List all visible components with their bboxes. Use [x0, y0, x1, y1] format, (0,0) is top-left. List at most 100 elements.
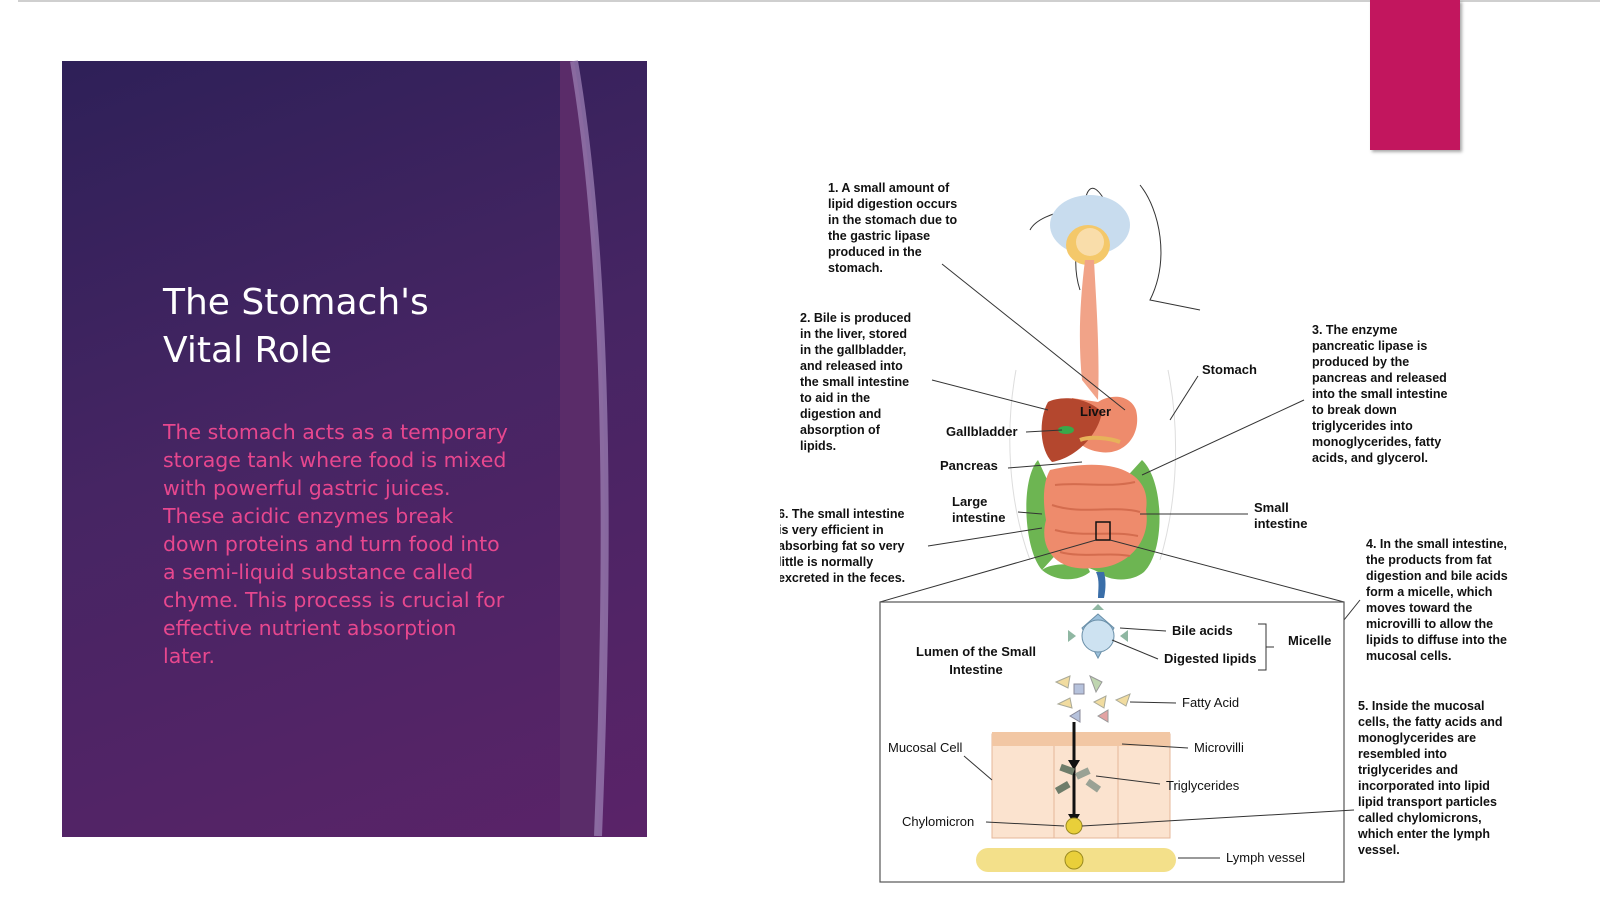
- label-digested-lipids: Digested lipids: [1164, 651, 1256, 666]
- leader-microvilli: [1121, 743, 1189, 749]
- chylomicron-particle: [1065, 817, 1083, 835]
- panel-arc: [560, 60, 609, 837]
- note-1-line-5: produced in the: [828, 245, 922, 259]
- zoom-line-right: [1109, 539, 1345, 603]
- note-5-line-4: resembled into: [1358, 747, 1447, 761]
- leader-fatty-acid: [1129, 701, 1177, 704]
- slide-body-text: The stomach acts as a temporary storage …: [163, 420, 508, 668]
- note-1-line-4: the gastric lipase: [828, 229, 930, 243]
- leader-5: [1081, 809, 1355, 827]
- label-pancreas: Pancreas: [940, 458, 998, 473]
- head-figure: [1050, 195, 1130, 265]
- note-4: 4. In the small intestine, the products …: [1366, 537, 1508, 663]
- mucosal-cells: [991, 732, 1171, 839]
- title-line-1: The Stomach's: [163, 282, 429, 323]
- note-3-line-7: triglycerides into: [1312, 419, 1413, 433]
- note-6-line-2: is very efficient in: [780, 523, 884, 537]
- label-triglycerides: Triglycerides: [1166, 778, 1240, 793]
- note-5-line-8: called chylomicrons,: [1358, 811, 1482, 825]
- leader-large-intestine: [1017, 511, 1043, 515]
- fatty-acid-particles: [1054, 674, 1131, 723]
- label-large-intestine-2: intestine: [952, 510, 1005, 525]
- leader-pancreas: [1007, 461, 1083, 469]
- rectum: [1096, 572, 1106, 598]
- note-5-line-9: which enter the lymph: [1357, 827, 1490, 841]
- micelle-bracket: [1258, 623, 1274, 671]
- note-1-line-6: stomach.: [828, 261, 883, 275]
- note-4-line-1: 4. In the small intestine,: [1366, 537, 1507, 551]
- note-1: 1. A small amount of lipid digestion occ…: [828, 181, 958, 275]
- slide-title: The Stomach's Vital Role: [163, 279, 583, 375]
- note-3: 3. The enzyme pancreatic lipase is produ…: [1312, 323, 1447, 465]
- micelle-figure: [1068, 604, 1128, 660]
- label-small-intestine-2: intestine: [1254, 516, 1307, 531]
- note-4-line-8: mucosal cells.: [1366, 649, 1451, 663]
- note-5-line-6: incorporated into lipid: [1358, 779, 1490, 793]
- note-3-line-4: pancreas and released: [1312, 371, 1447, 385]
- note-5-line-10: vessel.: [1358, 843, 1400, 857]
- note-3-line-6: to break down: [1312, 403, 1397, 417]
- label-bile-acids: Bile acids: [1172, 623, 1233, 638]
- note-4-line-5: moves toward the: [1366, 601, 1472, 615]
- note-4-line-4: form a micelle, which: [1366, 585, 1492, 599]
- lipid-digestion-diagram: 1. A small amount of lipid digestion occ…: [780, 181, 1508, 883]
- note-3-line-8: monoglycerides, fatty: [1312, 435, 1441, 449]
- leader-triglycerides: [1095, 775, 1161, 785]
- note-4-line-2: the products from fat: [1366, 553, 1493, 567]
- note-5: 5. Inside the mucosal cells, the fatty a…: [1357, 699, 1503, 857]
- note-3-line-9: acids, and glycerol.: [1312, 451, 1428, 465]
- esophagus: [1079, 260, 1099, 400]
- leader-bile-acids: [1119, 627, 1167, 632]
- label-micelle: Micelle: [1288, 633, 1331, 648]
- note-3-line-2: pancreatic lipase is: [1312, 339, 1427, 353]
- note-2-line-7: digestion and: [800, 407, 881, 421]
- title-line-2: Vital Role: [163, 330, 333, 371]
- label-gallbladder: Gallbladder: [946, 424, 1018, 439]
- leader-1: [941, 263, 1126, 411]
- note-5-line-1: 5. Inside the mucosal: [1358, 699, 1484, 713]
- leader-gallbladder: [1025, 429, 1063, 433]
- note-4-line-3: digestion and bile acids: [1366, 569, 1508, 583]
- note-1-line-3: in the stomach due to: [828, 213, 958, 227]
- gallbladder-organ: [1058, 426, 1074, 434]
- note-2-line-2: in the liver, stored: [800, 327, 907, 341]
- top-rule: [18, 0, 1600, 2]
- note-2-line-8: absorption of: [800, 423, 881, 437]
- note-6-line-4: little is normally: [780, 555, 873, 569]
- note-4-line-7: lipids to diffuse into the: [1366, 633, 1507, 647]
- label-liver: Liver: [1080, 404, 1111, 419]
- leader-2: [931, 379, 1049, 411]
- label-lumen-1: Lumen of the Small: [916, 644, 1036, 659]
- note-3-line-1: 3. The enzyme: [1312, 323, 1397, 337]
- note-6-line-5: excreted in the feces.: [780, 571, 905, 585]
- note-2-line-9: lipids.: [800, 439, 836, 453]
- note-4-line-6: microvilli to allow the: [1366, 617, 1493, 631]
- note-5-line-5: triglycerides and: [1358, 763, 1458, 777]
- note-2-line-1: 2. Bile is produced: [800, 311, 911, 325]
- note-5-line-3: monoglycerides are: [1358, 731, 1476, 745]
- pancreas-organ: [1079, 435, 1121, 444]
- label-mucosal-cell: Mucosal Cell: [888, 740, 963, 755]
- note-6-line-3: absorbing fat so very: [780, 539, 904, 553]
- note-1-line-1: 1. A small amount of: [828, 181, 950, 195]
- label-large-intestine-1: Large: [952, 494, 987, 509]
- note-6: 6. The small intestine is very efficient…: [780, 507, 905, 585]
- label-fatty-acid: Fatty Acid: [1182, 695, 1239, 710]
- small-intestine-organ: [1043, 464, 1147, 569]
- note-6-line-1: 6. The small intestine: [780, 507, 904, 521]
- note-1-line-2: lipid digestion occurs: [828, 197, 957, 211]
- note-2-line-6: to aid in the: [800, 391, 870, 405]
- title-panel: [62, 61, 647, 837]
- note-3-line-5: into the small intestine: [1312, 387, 1447, 401]
- note-2-line-4: and released into: [800, 359, 903, 373]
- label-lumen-2: Intestine: [949, 662, 1002, 677]
- label-small-intestine-1: Small: [1254, 500, 1289, 515]
- note-3-line-3: produced by the: [1312, 355, 1409, 369]
- label-stomach: Stomach: [1202, 362, 1257, 377]
- leader-6: [927, 527, 1043, 547]
- note-2-line-3: in the gallbladder,: [800, 343, 906, 357]
- note-5-line-2: cells, the fatty acids and: [1358, 715, 1503, 729]
- note-5-line-7: lipid transport particles: [1358, 795, 1497, 809]
- leader-3: [1141, 399, 1305, 476]
